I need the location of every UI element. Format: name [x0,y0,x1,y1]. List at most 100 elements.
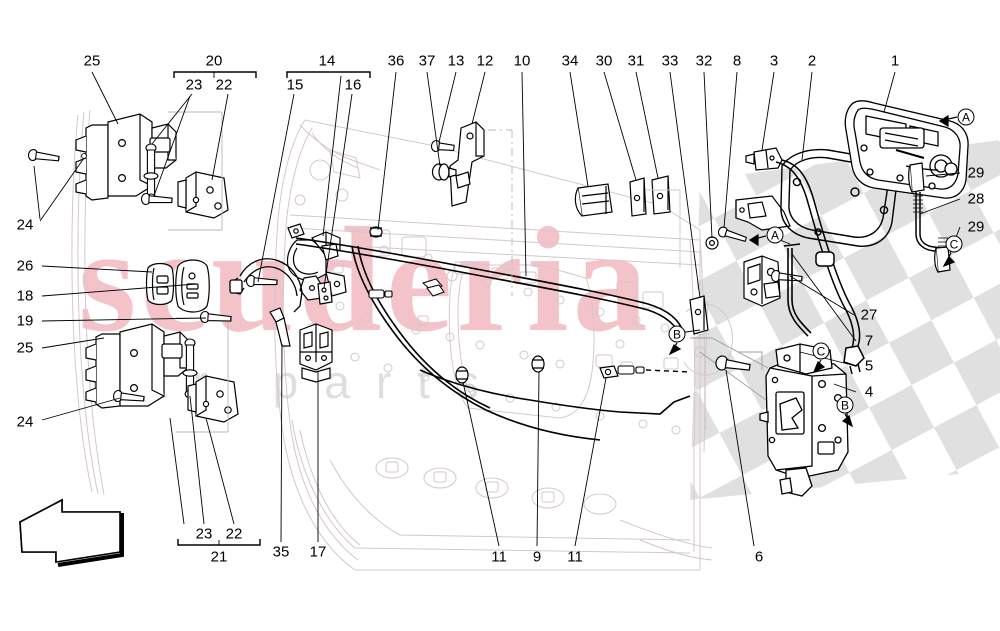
callout-number-3: 3 [769,52,779,70]
lower-latch-17 [299,323,333,383]
grommet-18 [175,259,210,313]
section-marker-a: A [957,108,975,126]
callout-number-21: 21 [210,548,228,566]
callout-number-7: 7 [864,332,874,350]
outer-door-handle-1 [844,100,969,199]
lock-alignment-line [699,351,767,401]
lock-rod-28-assembly [908,162,951,273]
wiring-harness [229,258,303,313]
callout-number-29: 29 [967,164,985,182]
callout-number-25: 25 [83,52,101,70]
callout-number-23: 23 [185,76,203,94]
section-marker-c: C [812,342,830,360]
screw-8 [717,226,748,242]
callout-number-33: 33 [661,52,679,70]
callout-number-35: 35 [272,543,290,561]
callout-number-4: 4 [864,383,874,401]
callout-number-10: 10 [513,52,531,70]
callout-number-11: 11 [491,548,507,566]
callout-number-8: 8 [732,52,742,70]
hinge-bracket-22-upper [177,171,229,219]
rod-dashed-extension [645,369,691,373]
section-marker-c: C [945,235,963,253]
section-marker-a: A [766,226,784,244]
lock-alignment-line-2 [690,337,769,369]
leader-guide-31 [646,189,681,268]
callout-number-24: 24 [16,216,34,234]
wedge-30 [629,177,647,217]
washer-32 [705,236,719,250]
lock-rod-7 [783,243,812,337]
callout-number-34: 34 [561,52,579,70]
rod-spring-clip [422,278,445,297]
handle-frame-2 [780,148,897,247]
sensor-3 [745,147,783,171]
callout-number-9: 9 [532,548,542,566]
callout-number-12: 12 [476,52,494,70]
rod-clip-11-right [599,365,619,379]
bump-stop-34 [574,183,613,217]
bolt-13 [430,139,455,153]
forward-direction-arrow [19,498,124,567]
callout-number-25: 25 [16,339,34,357]
callout-number-20: 20 [205,52,223,70]
callout-number-24: 24 [16,413,34,431]
callout-number-31: 31 [627,52,645,70]
hook-33 [689,295,709,335]
callout-number-15: 15 [286,76,304,94]
callout-number-17: 17 [309,543,327,561]
callout-number-11: 11 [567,548,583,566]
rod-retainer-upper-a [287,223,305,239]
callout-number-22: 22 [225,525,243,543]
upper-hinge-assembly [75,113,177,201]
callout-number-14: 14 [318,52,336,70]
callout-number-27: 27 [860,306,878,324]
hinge-bracket-22-lower [187,375,239,423]
bolt-24-upper [27,148,61,165]
callout-number-18: 18 [16,287,34,305]
rod-clip-11-left [455,366,469,384]
bracket-16 [317,281,333,305]
assembly-guide-upper [168,111,223,231]
washer-small-upper [81,153,87,159]
rod-clip-9 [531,355,545,373]
callout-number-32: 32 [695,52,713,70]
rod-retainer-upper-b [369,226,383,238]
callout-number-16: 16 [344,76,362,94]
callout-number-36: 36 [387,52,405,70]
callout-number-6: 6 [754,548,764,566]
callout-number-1: 1 [890,52,900,70]
door-lock-mechanism-4 [759,343,849,497]
callout-number-26: 26 [16,257,34,275]
section-arrows [668,114,958,428]
grommet-37 [431,163,457,181]
callout-number-37: 37 [418,52,436,70]
grommet-26 [145,262,175,306]
striker-bracket-27 [743,255,781,307]
rod-coupler [617,365,645,375]
section-marker-b: B [836,396,854,414]
callout-number-28: 28 [967,190,985,208]
rod-junction-mid [368,289,393,299]
callout-number-22: 22 [215,76,233,94]
linkage-rods [295,237,691,441]
handle-wiring [775,159,865,375]
callout-number-23: 23 [195,525,213,543]
wedge-31 [651,175,671,215]
group-brackets [173,71,371,546]
callout-number-2: 2 [807,52,817,70]
callout-number-19: 19 [16,312,34,330]
bolt-6 [715,355,751,371]
section-marker-b: B [668,325,686,343]
hook-bracket-12 [449,121,485,207]
centerline-12 [488,129,513,296]
callout-number-29: 29 [967,218,985,236]
callout-leader-lines [33,71,961,547]
pull-lever-35 [269,307,291,347]
callout-number-30: 30 [595,52,613,70]
callout-number-13: 13 [447,52,465,70]
mounting-plate-8 [735,195,791,231]
callout-number-5: 5 [864,357,874,375]
